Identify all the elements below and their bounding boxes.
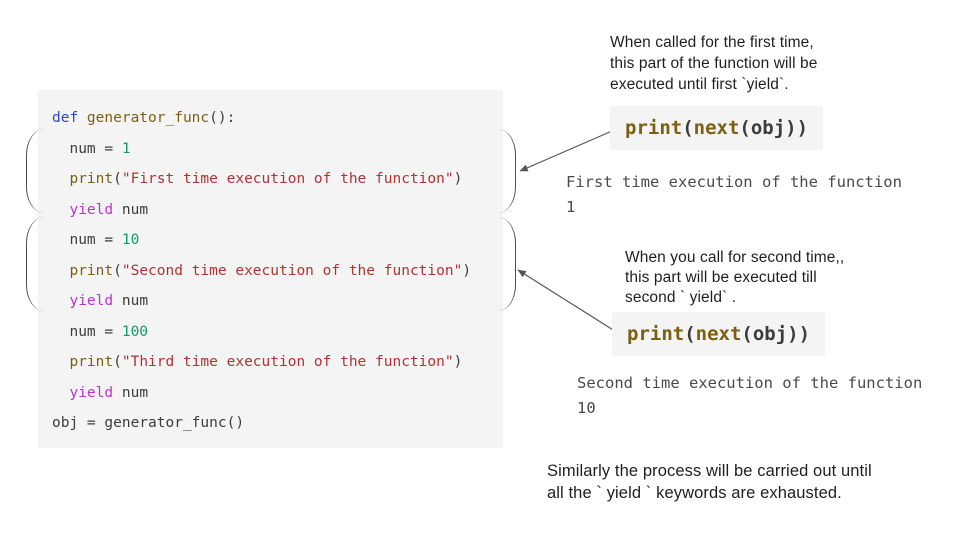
code-token: ( [113, 262, 122, 279]
code-token: print [69, 354, 114, 370]
text-line: When called for the first time, [610, 34, 814, 51]
code-line: obj = generator_func() [52, 408, 503, 439]
brace-left-second-group [26, 217, 46, 311]
brace-right-second-group [496, 217, 516, 311]
text-line: 1 [566, 198, 576, 216]
code-snippet-second-next: print(next(obj)) [612, 312, 826, 356]
code-token: yield [69, 384, 114, 401]
code-line: def generator_func(): [52, 103, 503, 134]
code-token: print [627, 323, 685, 345]
output-first-call: First time execution of the function 1 [566, 170, 902, 220]
code-line: yield num [52, 286, 503, 317]
brace-left-first-group [26, 129, 46, 213]
text-line: Similarly the process will be carried ou… [547, 462, 872, 480]
code-token: num [113, 384, 149, 401]
code-token: (): [209, 110, 236, 126]
code-token: 1 [121, 140, 131, 157]
code-token: obj = generator_func() [52, 415, 245, 431]
code-token: "Second time execution of the function" [121, 262, 463, 279]
output-second-call: Second time execution of the function 10 [577, 371, 922, 421]
code-token [52, 202, 69, 218]
code-token: num = [52, 323, 122, 340]
text-line: all the ` yield ` keywords are exhausted… [547, 483, 842, 502]
text-line: Second time execution of the function [577, 374, 923, 392]
code-token: 10 [121, 232, 140, 248]
code-token [52, 385, 69, 401]
code-token: ) [453, 171, 463, 187]
code-token: next [695, 323, 742, 345]
code-token: ) [462, 262, 472, 279]
code-line: yield num [52, 195, 503, 226]
code-line: num = 100 [52, 317, 503, 348]
text-line: 10 [577, 399, 596, 417]
arrow-first-call [519, 130, 613, 172]
code-token: (obj)) [741, 323, 811, 345]
code-token: ( [682, 117, 694, 139]
code-token: print [625, 117, 683, 139]
code-token: print [69, 171, 114, 187]
annotation-first-call: When called for the first time, this part… [610, 32, 930, 95]
code-token: ) [453, 354, 463, 370]
code-snippet-first-next: print(next(obj)) [610, 106, 824, 150]
text-line: this part will be executed till [625, 269, 817, 286]
code-token: print [69, 262, 114, 279]
text-line: executed until first `yield`. [610, 76, 789, 93]
code-token: num = [52, 232, 122, 248]
code-token: (obj)) [739, 117, 809, 139]
code-token [52, 293, 69, 309]
code-token: ( [113, 354, 122, 370]
code-token [52, 263, 69, 279]
code-token: yield [69, 293, 114, 309]
code-line: print("Second time execution of the func… [52, 256, 503, 287]
code-token: ( [113, 171, 122, 187]
code-token: "Third time execution of the function" [121, 354, 454, 370]
code-token: def [52, 110, 87, 126]
code-token [52, 354, 69, 370]
arrow-second-call [517, 269, 619, 334]
code-line: num = 1 [52, 134, 503, 165]
code-line: print("First time execution of the funct… [52, 164, 503, 195]
code-token: yield [69, 201, 114, 218]
footer-note: Similarly the process will be carried ou… [547, 461, 947, 504]
code-token [52, 171, 69, 187]
text-line: second ` yield` . [625, 289, 737, 306]
code-line: num = 10 [52, 225, 503, 256]
brace-right-first-group [496, 129, 516, 213]
code-token: num [113, 201, 149, 218]
code-token: 100 [121, 323, 149, 340]
code-editor-panel: def generator_func(): num = 1 print("Fir… [38, 90, 503, 448]
code-token: num = [52, 140, 122, 157]
code-line: yield num [52, 378, 503, 409]
text-line: First time execution of the function [566, 173, 902, 191]
code-token: num [113, 293, 149, 309]
code-token: next [693, 117, 740, 139]
code-token: generator_func [86, 110, 210, 126]
annotation-second-call: When you call for second time,, this part… [625, 248, 945, 308]
text-line: When you call for second time,, [625, 249, 845, 266]
code-token: ( [684, 323, 696, 345]
text-line: this part of the function will be [610, 55, 818, 72]
code-line: print("Third time execution of the funct… [52, 347, 503, 378]
code-token: "First time execution of the function" [121, 171, 454, 187]
